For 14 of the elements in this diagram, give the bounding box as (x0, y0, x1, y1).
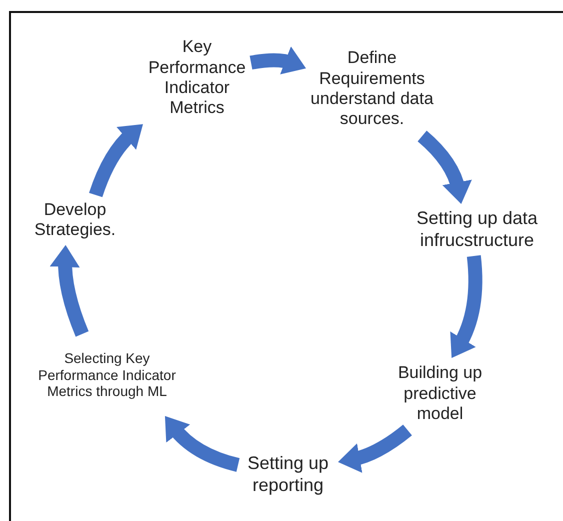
step-label: Setting up reporting (246, 453, 330, 497)
curved-arrow (450, 255, 482, 358)
step-label: Setting up data infrucstructure (415, 208, 539, 252)
curved-arrow (250, 46, 306, 75)
curved-arrow (418, 130, 472, 204)
step-label: Define Requirements understand data sources. (310, 48, 434, 130)
curved-arrow (338, 424, 412, 473)
curved-arrow (50, 245, 89, 337)
step-label: Develop Strategies. (33, 200, 117, 240)
curved-arrow (89, 124, 143, 198)
curved-arrow (164, 416, 240, 472)
step-label: Key Performance Indicator Metrics (147, 37, 247, 119)
step-label: Building up predictive model (396, 363, 484, 425)
step-label: Selecting Key Performance Indicator Metrics through ML (38, 350, 176, 400)
